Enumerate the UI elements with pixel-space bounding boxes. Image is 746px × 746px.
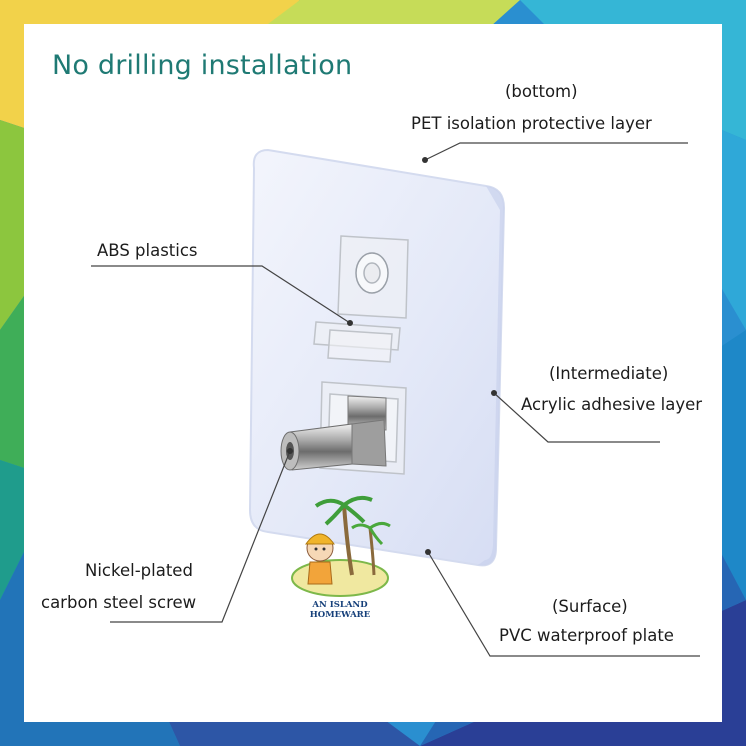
label-abs-plastics: ABS plastics bbox=[97, 241, 198, 260]
leader-dots bbox=[287, 157, 497, 555]
label-surface-tag: (Surface) bbox=[552, 597, 628, 616]
label-pvc-plate: PVC waterproof plate bbox=[499, 626, 674, 645]
label-intermediate-tag: (Intermediate) bbox=[549, 364, 669, 383]
label-pet-layer: PET isolation protective layer bbox=[411, 114, 652, 133]
page-title: No drilling installation bbox=[52, 50, 353, 81]
label-screw-line2: carbon steel screw bbox=[41, 593, 197, 612]
leader-lines bbox=[91, 142, 700, 657]
brand-line2: HOMEWARE bbox=[309, 610, 371, 620]
label-acrylic-layer: Acrylic adhesive layer bbox=[521, 395, 703, 414]
label-screw-line1: Nickel-plated bbox=[85, 561, 193, 580]
brand-text: AN ISLAND HOMEWARE bbox=[290, 600, 390, 620]
steel-screw bbox=[280, 395, 387, 471]
label-bottom-tag: (bottom) bbox=[505, 82, 578, 101]
brand-logo bbox=[291, 495, 391, 597]
brand-line1: AN ISLAND bbox=[312, 600, 368, 610]
